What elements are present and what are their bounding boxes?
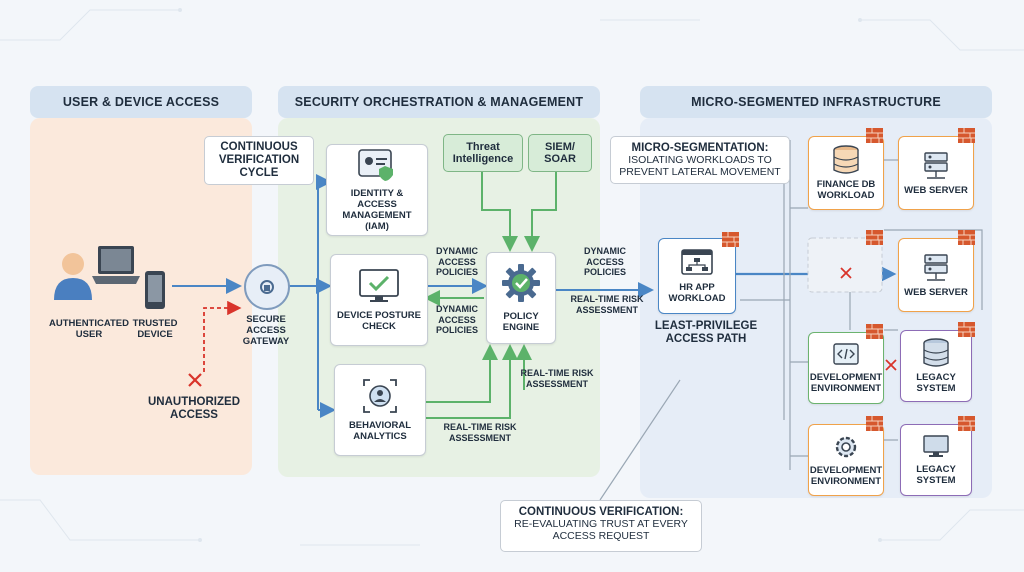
least-privilege-label: LEAST-PRIVILEGE ACCESS PATH	[654, 320, 758, 345]
device-posture-card[interactable]: DEVICE POSTURE CHECK	[330, 254, 428, 346]
orchestration-header: SECURITY ORCHESTRATION & MANAGEMENT	[278, 86, 600, 118]
flow-dynamic-policies-back: DYNAMIC ACCESS POLICIES	[435, 304, 478, 335]
firewall-icon	[866, 230, 883, 245]
code-icon	[833, 343, 859, 365]
analytics-icon	[363, 379, 397, 413]
legacy-1-label: LEGACY SYSTEM	[916, 372, 956, 394]
web-server-2-label: WEB SERVER	[904, 286, 968, 298]
firewall-icon	[958, 322, 975, 337]
firewall-icon	[866, 128, 883, 143]
device-posture-label: DEVICE POSTURE CHECK	[337, 310, 421, 332]
infrastructure-header: MICRO-SEGMENTED INFRASTRUCTURE	[640, 86, 992, 118]
network-app-icon	[681, 249, 713, 275]
legacy-2-label: LEGACY SYSTEM	[916, 464, 956, 486]
unauthorized-access-label: UNAUTHORIZED ACCESS	[148, 396, 240, 421]
continuous-verification-cycle-note: CONTINUOUS VERIFICATION CYCLE	[204, 136, 314, 185]
behavioral-analytics-card[interactable]: BEHAVIORAL ANALYTICS	[334, 364, 426, 456]
database-icon	[923, 338, 949, 367]
gear-icon	[835, 436, 857, 458]
micro-segmentation-note: MICRO-SEGMENTATION: ISOLATING WORKLOADS …	[610, 136, 790, 184]
web-server-2-card[interactable]: WEB SERVER	[898, 238, 974, 312]
web-server-1-label: WEB SERVER	[904, 184, 968, 196]
hr-app-label: HR APP WORKLOAD	[668, 282, 726, 304]
flow-dynamic-policies-right: DYNAMIC ACCESS POLICIES	[583, 246, 626, 277]
trusted-device-label: TRUSTED DEVICE	[132, 318, 178, 340]
gear-icon	[502, 264, 540, 302]
server-icon	[924, 253, 948, 281]
dev-env-2-label: DEVELOPMENT ENVIRONMENT	[809, 465, 883, 487]
dev-env-2-card[interactable]: DEVELOPMENT ENVIRONMENT	[808, 424, 884, 496]
firewall-icon	[866, 324, 883, 339]
firewall-icon	[958, 416, 975, 431]
web-server-1-card[interactable]: WEB SERVER	[898, 136, 974, 210]
continuous-verification-body: RE-EVALUATING TRUST AT EVERY ACCESS REQU…	[514, 518, 688, 542]
micro-segmentation-body: ISOLATING WORKLOADS TO PREVENT LATERAL M…	[619, 154, 781, 178]
monitor-check-icon	[359, 269, 399, 302]
dev-env-1-label: DEVELOPMENT ENVIRONMENT	[809, 372, 883, 394]
firewall-icon	[958, 230, 975, 245]
threat-intelligence-box[interactable]: Threat Intelligence	[443, 134, 523, 172]
continuous-verification-note: CONTINUOUS VERIFICATION: RE-EVALUATING T…	[500, 500, 702, 552]
user-icon	[54, 253, 92, 300]
flow-dynamic-policies-out: DYNAMIC ACCESS POLICIES	[435, 246, 478, 277]
phone-icon	[145, 271, 165, 309]
gateway-icon	[244, 264, 290, 310]
database-icon	[833, 145, 859, 174]
finance-db-label: FINANCE DB WORKLOAD	[816, 179, 876, 201]
policy-engine-label: POLICY ENGINE	[502, 311, 540, 333]
hr-app-card[interactable]: HR APP WORKLOAD	[658, 238, 736, 314]
laptop-icon	[92, 246, 140, 284]
firewall-icon	[722, 232, 739, 247]
legacy-1-card[interactable]: LEGACY SYSTEM	[900, 330, 972, 402]
micro-segmentation-title: MICRO-SEGMENTATION:	[631, 142, 769, 154]
firewall-icon	[866, 416, 883, 431]
flow-realtime-risk-right: REAL-TIME RISK ASSESSMENT	[570, 294, 644, 315]
gateway-label: SECURE ACCESS GATEWAY	[242, 314, 290, 347]
firewall-icon	[958, 128, 975, 143]
legacy-2-card[interactable]: LEGACY SYSTEM	[900, 424, 972, 496]
flow-realtime-risk-mid: REAL-TIME RISK ASSESSMENT	[520, 368, 594, 389]
monitor-icon	[923, 435, 949, 457]
id-card-icon	[358, 149, 393, 181]
siem-soar-box[interactable]: SIEM/ SOAR	[528, 134, 592, 172]
behavioral-analytics-label: BEHAVIORAL ANALYTICS	[348, 420, 412, 442]
iam-card[interactable]: IDENTITY & ACCESS MANAGEMENT (IAM)	[326, 144, 428, 236]
user-access-header: USER & DEVICE ACCESS	[30, 86, 252, 118]
dev-env-1-card[interactable]: DEVELOPMENT ENVIRONMENT	[808, 332, 884, 404]
policy-engine-card[interactable]: POLICY ENGINE	[486, 252, 556, 344]
server-icon	[924, 151, 948, 179]
iam-label: IDENTITY & ACCESS MANAGEMENT (IAM)	[342, 188, 412, 232]
authenticated-user-label: AUTHENTICATED USER	[48, 318, 130, 340]
flow-realtime-risk-bottom: REAL-TIME RISK ASSESSMENT	[443, 422, 517, 443]
continuous-verification-title: CONTINUOUS VERIFICATION:	[518, 506, 684, 518]
finance-db-card[interactable]: FINANCE DB WORKLOAD	[808, 136, 884, 210]
